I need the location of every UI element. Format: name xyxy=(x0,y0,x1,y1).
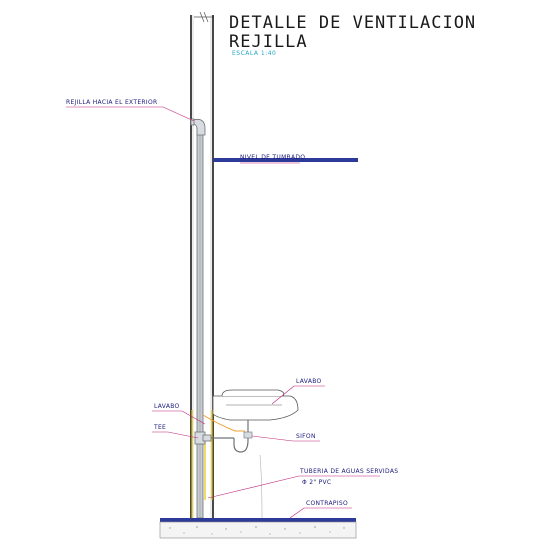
drain-pipe xyxy=(259,454,263,519)
leader-lines xyxy=(66,106,380,519)
scale-label: ESCALA 1:40 xyxy=(232,50,276,57)
wall-break-mark xyxy=(194,11,214,23)
wall-finish-lines xyxy=(191,410,213,518)
label-contrapiso: CONTRAPISO xyxy=(306,500,348,507)
drawing-title: DETALLE DE VENTILACION xyxy=(229,13,476,33)
ceiling-slab xyxy=(213,158,358,162)
label-tuberia-spec: Φ 2" PVC xyxy=(302,479,331,486)
label-lavabo-left: LAVABO xyxy=(154,403,180,410)
label-nivel-tumbado: NIVEL DE TUMBADO xyxy=(240,154,305,161)
sink xyxy=(212,389,299,421)
vent-pipe xyxy=(196,127,204,519)
floor-slab xyxy=(159,518,357,539)
drawing-subtitle: REJILLA xyxy=(229,32,308,52)
label-tee: TEE xyxy=(153,424,166,431)
label-tuberia: TUBERIA DE AGUAS SERVIDAS xyxy=(299,468,398,475)
wall xyxy=(190,15,214,518)
sifon-fitting xyxy=(243,431,253,439)
label-sifon: SIFON xyxy=(296,433,316,440)
water-supply-line xyxy=(202,414,245,432)
grille-elbow xyxy=(190,118,206,136)
label-rejilla: REJILLA HACIA EL EXTERIOR xyxy=(66,99,157,106)
tee-fitting xyxy=(194,431,212,445)
label-lavabo-right: LAVABO xyxy=(296,378,322,385)
